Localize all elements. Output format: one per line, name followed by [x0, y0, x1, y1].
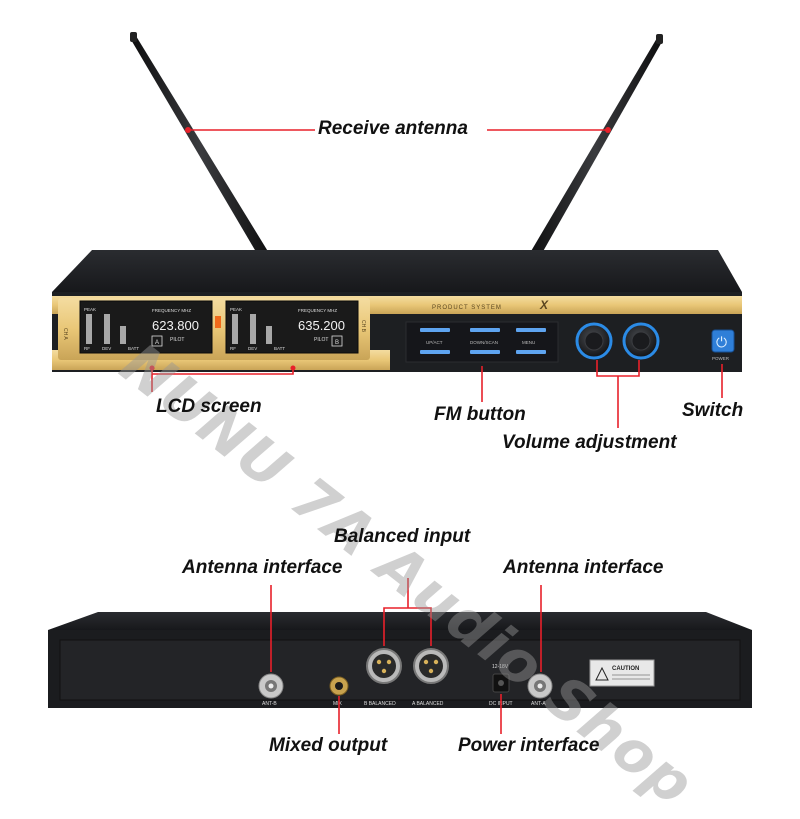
antenna-right — [527, 34, 663, 262]
antenna-left — [130, 32, 272, 262]
fm-button-menu-2[interactable] — [516, 350, 546, 354]
power-label: POWER — [712, 356, 730, 361]
fm-label-up: UP/ACT — [426, 340, 443, 345]
fm-button-down[interactable] — [470, 328, 500, 332]
label-lcd-screen: LCD screen — [156, 396, 262, 417]
volume-knob-a[interactable] — [575, 322, 613, 360]
lcd-a-batt: BATT — [128, 346, 139, 351]
lcd-a-box — [151, 335, 163, 347]
fm-button-up-2[interactable] — [420, 350, 450, 354]
lcd-b-heading: FREQUENCY MHZ — [298, 308, 337, 313]
lcd-screen-b: PEAK RF DEV BATT FREQUENCY MHZ 635.200 P… — [225, 300, 359, 354]
fm-button-up[interactable] — [420, 328, 450, 332]
balanced-a-label: A BALANCED — [412, 701, 444, 707]
callout-lines — [151, 129, 723, 734]
lcd-a-pilot: PILOT — [170, 337, 184, 343]
lcd-a-channel: CH A — [62, 328, 68, 340]
power-switch[interactable]: ⏻ — [711, 329, 735, 353]
label-balanced-input: Balanced input — [334, 526, 471, 547]
lcd-b-rf: RF — [230, 346, 236, 351]
dc-rating-label: 12-18V — [492, 664, 509, 670]
callout-dots — [149, 127, 611, 371]
caution-text: CAUTION — [612, 666, 639, 672]
fm-button-menu[interactable] — [516, 328, 546, 332]
balanced-b-label: B BALANCED — [364, 701, 396, 707]
rear-receiver-unit: ANT-B MIX B BALANCED A BALANCED 12-18V — [48, 612, 752, 708]
ant-b-label: ANT-B — [262, 701, 277, 707]
label-switch: Switch — [682, 400, 744, 421]
label-antenna-interface-left: Antenna interface — [182, 557, 343, 578]
dc-input-jack[interactable] — [492, 673, 510, 693]
lcd-a-heading: FREQUENCY MHZ — [152, 308, 191, 313]
volume-knob-b[interactable] — [622, 322, 660, 360]
lcd-b-frequency: 635.200 — [298, 318, 345, 333]
lcd-screen-a: PEAK RF DEV BATT FREQUENCY MHZ 623.800 A… — [79, 300, 213, 354]
front-brand-text: PRODUCT SYSTEM — [432, 305, 502, 311]
lcd-a-rf: RF — [84, 346, 90, 351]
front-receiver-unit: PRODUCT SYSTEM X PEAK RF DEV BATT FREQUE… — [52, 250, 742, 372]
label-fm-button: FM button — [434, 404, 526, 425]
mix-output-jack[interactable] — [329, 676, 349, 696]
lcd-b-pilot: PILOT — [314, 337, 328, 343]
ant-a-label: ANT-A — [531, 701, 546, 707]
svg-text:X: X — [539, 298, 549, 312]
lcd-b-box-letter: B — [335, 340, 339, 346]
label-volume-adjustment: Volume adjustment — [502, 432, 677, 453]
lcd-b-box — [331, 335, 343, 347]
antenna-connector-a[interactable] — [527, 673, 553, 699]
fm-label-down: DOWN/SCAN — [470, 340, 498, 345]
lcd-a-frequency: 623.800 — [152, 318, 199, 333]
lcd-b-channel: CH B — [360, 320, 366, 333]
label-power-interface: Power interface — [458, 735, 600, 756]
fm-label-menu: MENU — [522, 340, 535, 345]
lcd-b-batt: BATT — [274, 346, 285, 351]
label-receive-antenna: Receive antenna — [318, 118, 468, 139]
power-icon: ⏻ — [716, 334, 727, 350]
caution-label: CAUTION — [589, 659, 655, 687]
lcd-b-peak: PEAK — [230, 307, 242, 312]
xlr-connector-a[interactable] — [413, 648, 449, 684]
lcd-a-dev: DEV — [102, 346, 111, 351]
label-mixed-output: Mixed output — [269, 735, 388, 756]
lcd-a-box-letter: A — [155, 340, 159, 346]
mix-label: MIX — [333, 701, 343, 707]
receiver-illustration: PRODUCT SYSTEM X PEAK RF DEV BATT FREQUE… — [48, 32, 752, 734]
fm-button-down-2[interactable] — [470, 350, 500, 354]
fm-button-panel: UP/ACT DOWN/SCAN MENU — [405, 321, 559, 363]
label-antenna-interface-right: Antenna interface — [503, 557, 664, 578]
lcd-a-peak: PEAK — [84, 307, 96, 312]
antenna-connector-b[interactable] — [258, 673, 284, 699]
xlr-connector-b[interactable] — [366, 648, 402, 684]
lcd-b-dev: DEV — [248, 346, 257, 351]
